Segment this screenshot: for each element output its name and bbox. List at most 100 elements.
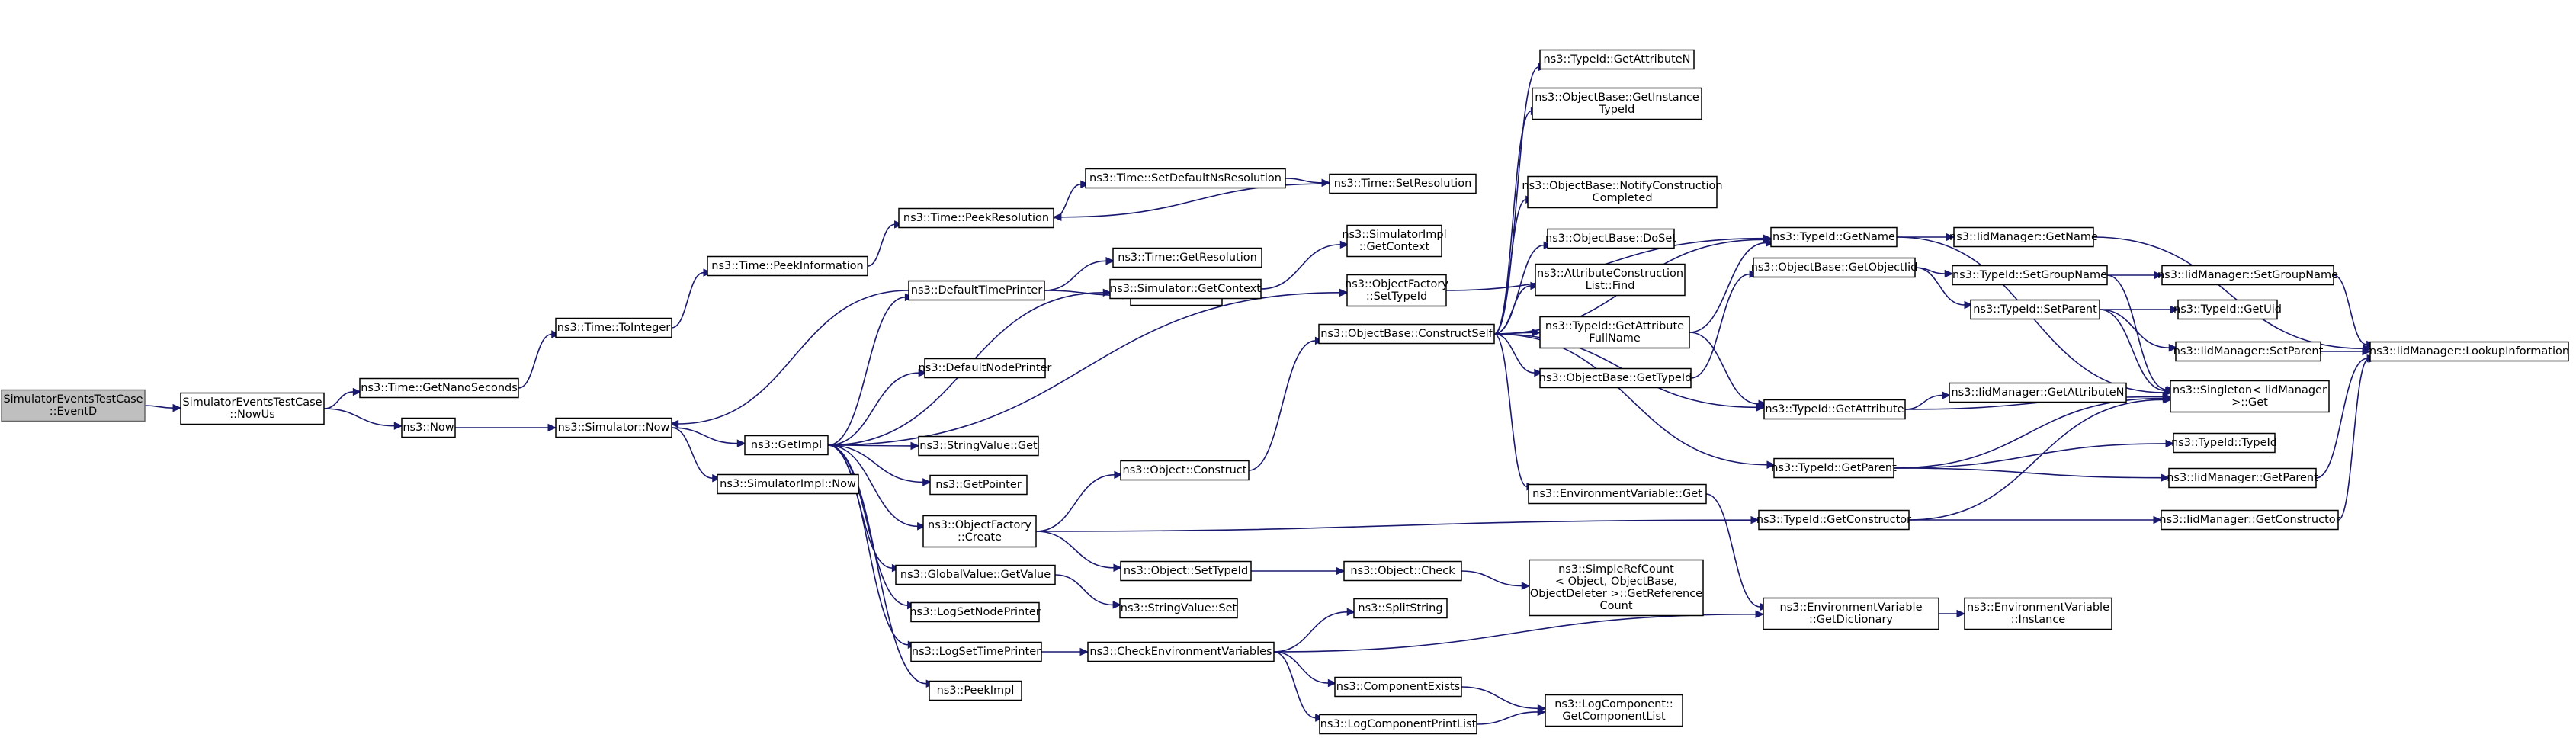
node-typeidgetparent[interactable]: ns3::TypeId::GetParent (1771, 457, 1897, 479)
node-label: ns3::Now (403, 422, 454, 434)
node-label: ns3::IidManager::SetGroupName (2157, 269, 2338, 281)
edge-root-to-nowus (144, 403, 182, 412)
node-typeidgetattrn[interactable]: ns3::TypeId::GetAttributeN (1539, 49, 1695, 70)
node-splitstring[interactable]: ns3::SplitString (1353, 598, 1448, 619)
node-simgetctx[interactable]: ns3::Simulator::GetContext (1109, 278, 1262, 300)
edge-line (1054, 574, 1114, 606)
node-typeidgetattr[interactable]: ns3::TypeId::GetAttribute (1763, 399, 1906, 420)
node-logcompprint[interactable]: ns3::LogComponentPrintList (1319, 714, 1477, 735)
node-stringset[interactable]: ns3::StringValue::Set (1119, 598, 1238, 619)
node-label: ns3::GetImpl (751, 439, 822, 451)
node-iidgetattrn[interactable]: ns3::IidManager::GetAttributeN (1949, 382, 2127, 403)
node-stringget[interactable]: ns3::StringValue::Get (918, 435, 1039, 457)
node-objbasenotify[interactable]: ns3::ObjectBase::NotifyConstructionCompl… (1522, 175, 1723, 209)
edge-objbasegetobjtid-to-typeidsetparent (1914, 267, 1974, 310)
node-label: ns3::IidManager::SetParent (2173, 345, 2324, 358)
node-simimplgetctx[interactable]: ns3::SimulatorImpl::GetContext (1342, 224, 1447, 258)
node-peekinfo[interactable]: ns3::Time::PeekInformation (707, 255, 868, 277)
node-envinstance[interactable]: ns3::EnvironmentVariable::Instance (1964, 597, 2112, 630)
node-logsetnode[interactable]: ns3::LogSetNodePrinter (909, 601, 1041, 623)
edge-objbasegettypeid-to-objbasegetobjtid (1690, 270, 1759, 379)
node-iidgetctor[interactable]: ns3::IidManager::GetConstructor (2159, 509, 2340, 531)
edge-objcheck-to-simplerefcount (1461, 570, 1531, 590)
node-logcompgetlist[interactable]: ns3::LogComponent::GetComponentList (1545, 694, 1683, 727)
node-simplerefcount[interactable]: ns3::SimpleRefCount< Object, ObjectBase,… (1529, 559, 1704, 617)
node-singletonget[interactable]: ns3::Singleton< IidManager >::Get (2170, 380, 2330, 413)
edge-arrowhead (2165, 386, 2174, 395)
edge-logcompprint-to-logcompgetlist (1476, 707, 1547, 725)
node-nowus[interactable]: SimulatorEventsTestCase::NowUs (180, 392, 325, 425)
node-globalget[interactable]: ns3::GlobalValue::GetValue (895, 564, 1056, 585)
node-iidgetname[interactable]: ns3::IidManager::GetName (1949, 226, 2098, 248)
node-iidsetparent[interactable]: ns3::IidManager::SetParent (2173, 341, 2324, 362)
node-box (1346, 224, 1442, 258)
node-typeidgetname[interactable]: ns3::TypeId::GetName (1770, 226, 1898, 248)
node-getimpl[interactable]: ns3::GetImpl (744, 435, 829, 456)
node-tointeger[interactable]: ns3::Time::ToInteger (555, 317, 672, 338)
node-label: ns3::Simulator::Now (558, 422, 670, 434)
edge-line (1493, 333, 1767, 466)
edge-line (2099, 309, 2170, 348)
node-box (707, 255, 868, 277)
node-objbaseconstruct[interactable]: ns3::ObjectBase::ConstructSelf (1318, 323, 1495, 345)
node-box (1529, 559, 1704, 617)
edge-line (827, 292, 1340, 446)
node-iidlookup[interactable]: ns3::IidManager::LookupInformation (2369, 341, 2569, 362)
node-envgetdict[interactable]: ns3::EnvironmentVariable::GetDictionary (1763, 597, 1939, 630)
node-getnano[interactable]: ns3::Time::GetNanoSeconds (359, 377, 519, 399)
node-typeidgetctor[interactable]: ns3::TypeId::GetConstructor (1756, 509, 1911, 531)
edge-defaulttime-to-getres (1044, 257, 1115, 291)
node-objconstruct[interactable]: ns3::Object::Construct (1120, 460, 1250, 481)
node-getres[interactable]: ns3::Time::GetResolution (1112, 247, 1262, 268)
node-box (2175, 341, 2321, 362)
node-box (910, 641, 1042, 662)
edge-objbasegetobjtid-to-typeidsetgroup (1914, 267, 1954, 278)
node-setres[interactable]: ns3::Time::SetResolution (1329, 173, 1477, 194)
node-objbasegetobjtid[interactable]: ns3::ObjectBase::GetObjectIid (1751, 257, 1918, 278)
node-envget[interactable]: ns3::EnvironmentVariable::Get (1528, 483, 1707, 505)
node-objfactcreate[interactable]: ns3::ObjectFactory::Create (922, 515, 1037, 548)
node-compexists[interactable]: ns3::ComponentExists (1334, 676, 1462, 698)
edge-arrowhead (352, 387, 362, 396)
node-simnow[interactable]: ns3::Simulator::Now (555, 417, 672, 438)
node-objsettypeid[interactable]: ns3::Object::SetTypeId (1120, 560, 1252, 582)
node-getpointer[interactable]: ns3::GetPointer (929, 474, 1028, 496)
node-objfactsettype[interactable]: ns3::ObjectFactory::SetTypeId (1345, 274, 1448, 307)
node-label: ns3::LogSetNodePrinter (909, 606, 1041, 618)
node-setdefns[interactable]: ns3::Time::SetDefaultNsResolution (1085, 168, 1286, 189)
node-iidgetparent[interactable]: ns3::IidManager::GetParent (2167, 467, 2318, 489)
node-now[interactable]: ns3::Now (401, 417, 456, 438)
edge-iidsetparent-to-iidlookup (2321, 347, 2372, 356)
node-root[interactable]: SimulatorEventsTestCase::EventD (1, 389, 146, 422)
node-logsettime[interactable]: ns3::LogSetTimePrinter (910, 641, 1042, 662)
node-simimplnow[interactable]: ns3::SimulatorImpl::Now (717, 473, 859, 495)
edge-arrowhead (2165, 439, 2175, 448)
node-typeidsetparent[interactable]: ns3::TypeId::SetParent (1970, 299, 2100, 320)
edge-objbaseconstruct-to-objbasenotify (1493, 195, 1535, 335)
node-objcheck[interactable]: ns3::Object::Check (1343, 560, 1462, 582)
node-box (1120, 560, 1252, 582)
edge-arrowhead (917, 522, 926, 531)
node-objbasegettypeid[interactable]: ns3::ObjectBase::GetTypeId (1539, 367, 1692, 389)
edge-simgetctx-to-simimplgetctx (1260, 240, 1349, 290)
node-label: SimulatorEventsTestCase (182, 396, 322, 409)
node-defaultnode[interactable]: ns3::DefaultNodePrinter (919, 358, 1052, 379)
edge-line (1053, 183, 1081, 219)
node-peekres[interactable]: ns3::Time::PeekResolution (898, 207, 1054, 229)
node-iidsetgroup[interactable]: ns3::IidManager::SetGroupName (2157, 265, 2338, 286)
node-objbasedoset[interactable]: ns3::ObjectBase::DoSet (1545, 228, 1676, 249)
node-typeidtypeid[interactable]: ns3::TypeId::TypeId (2171, 432, 2277, 454)
node-box (1547, 228, 1675, 249)
edge-line (144, 405, 174, 409)
node-peekimpl[interactable]: ns3::PeekImpl (929, 680, 1022, 701)
node-typeidgetuid[interactable]: ns3::TypeId::GetUid (2173, 299, 2282, 320)
edge-simnow-to-simimplnow (671, 427, 721, 483)
node-label: < Object, ObjectBase, (1555, 576, 1677, 588)
node-defaulttime[interactable]: ns3::DefaultTimePrinter (908, 280, 1045, 301)
node-checkenv[interactable]: ns3::CheckEnvironmentVariables (1087, 641, 1275, 662)
edge-nowus-to-now (323, 408, 403, 430)
node-typeidsetgroup[interactable]: ns3::TypeId::SetGroupName (1952, 265, 2108, 286)
